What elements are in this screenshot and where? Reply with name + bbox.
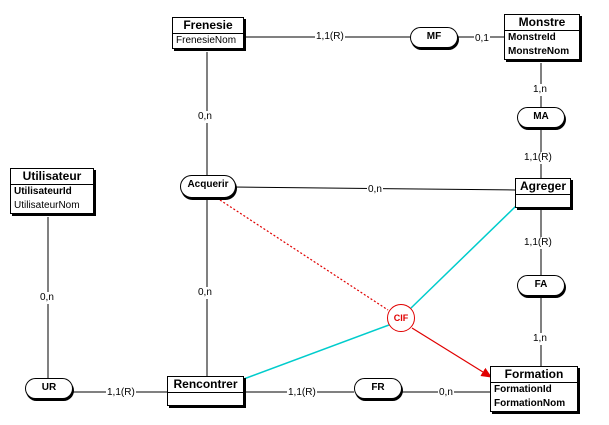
relation-acquerir[interactable]: Acquerir — [180, 175, 236, 198]
attr-monstre-id: MonstreId — [508, 32, 556, 43]
entity-rencontrer-title: Rencontrer — [173, 377, 238, 391]
relation-cif[interactable]: CIF — [387, 304, 415, 332]
attr-utilisateur-id: UtilisateurId — [14, 186, 72, 197]
card-frenesie-mf: 1,1(R) — [315, 31, 345, 43]
cif-dashed-link — [219, 199, 389, 311]
card-utilisateur-ur: 0,n — [39, 292, 55, 304]
entity-formation[interactable]: Formation FormationId FormationNom — [490, 366, 578, 412]
entity-monstre[interactable]: Monstre MonstreId MonstreNom — [504, 14, 580, 60]
relation-fr[interactable]: FR — [354, 378, 402, 399]
entity-rencontrer[interactable]: Rencontrer — [167, 376, 244, 406]
card-mf-monstre: 0,1 — [474, 33, 490, 45]
cif-link-agreger — [409, 205, 517, 310]
entity-utilisateur-title: Utilisateur — [11, 169, 93, 185]
card-acquerir-rencontrer: 0,n — [197, 287, 213, 299]
attr-frenesie-nom: FrenesieNom — [176, 35, 237, 46]
entity-frenesie[interactable]: Frenesie FrenesieNom — [172, 17, 244, 49]
entity-agreger-title: Agreger — [519, 179, 566, 193]
entity-utilisateur[interactable]: Utilisateur UtilisateurId UtilisateurNom — [10, 168, 94, 214]
entity-agreger[interactable]: Agreger — [515, 178, 571, 208]
relation-ma[interactable]: MA — [517, 107, 565, 128]
card-monstre-ma: 1,n — [532, 84, 548, 96]
card-agreger-fa: 1,1(R) — [523, 237, 553, 249]
attr-utilisateur-nom: UtilisateurNom — [14, 200, 80, 211]
cif-link-rencontrer — [240, 324, 390, 381]
attr-formation-nom: FormationNom — [494, 398, 566, 409]
relation-mf[interactable]: MF — [410, 27, 458, 48]
entity-frenesie-title: Frenesie — [173, 18, 243, 34]
card-ur-rencontrer: 1,1(R) — [106, 387, 136, 399]
cif-arrow-link — [411, 327, 493, 378]
card-fr-formation: 0,n — [438, 387, 454, 399]
card-acquerir-agreger: 0,n — [367, 184, 383, 196]
attr-monstre-nom: MonstreNom — [508, 46, 570, 57]
attr-formation-id: FormationId — [494, 384, 552, 395]
card-ma-agreger: 1,1(R) — [523, 152, 553, 164]
relation-ur[interactable]: UR — [25, 378, 73, 399]
card-frenesie-acquerir: 0,n — [197, 111, 213, 123]
card-rencontrer-fr: 1,1(R) — [287, 387, 317, 399]
entity-monstre-title: Monstre — [505, 15, 579, 31]
relation-fa[interactable]: FA — [517, 275, 565, 296]
entity-formation-title: Formation — [491, 367, 577, 383]
card-fa-formation: 1,n — [532, 333, 548, 345]
